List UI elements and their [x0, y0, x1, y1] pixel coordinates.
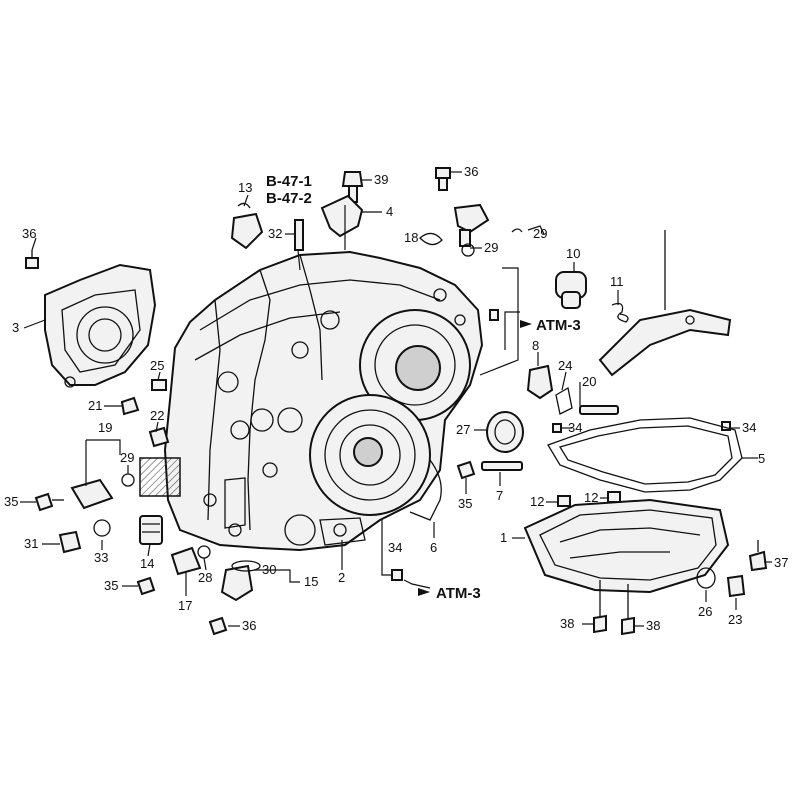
- callout-32: 32: [268, 226, 282, 241]
- callout-27: 27: [456, 422, 470, 437]
- callout-20: 20: [582, 374, 596, 389]
- ref-label-b47-2: B-47-2: [266, 190, 312, 207]
- callout-23: 23: [728, 612, 742, 627]
- ref-label-atm3-bottom: ATM-3: [436, 585, 481, 602]
- parts-center-right: [391, 364, 731, 581]
- callout-7: 7: [496, 488, 503, 503]
- callout-1: 1: [500, 530, 507, 545]
- callout-2: 2: [338, 570, 345, 585]
- oil-pan-part-1: [523, 491, 730, 594]
- callout-36: 36: [22, 226, 36, 241]
- callout-33: 33: [94, 550, 108, 565]
- leader-lines: [20, 171, 772, 627]
- callout-12: 12: [584, 490, 598, 505]
- callout-25: 25: [150, 358, 164, 373]
- callout-13: 13: [238, 180, 252, 195]
- callout-26: 26: [698, 604, 712, 619]
- ref-label-b47-1: B-47-1: [266, 173, 312, 190]
- callout-29: 29: [120, 450, 134, 465]
- callout-6: 6: [430, 540, 437, 555]
- parts-left: [34, 379, 261, 636]
- callout-29: 29: [484, 240, 498, 255]
- callout-3: 3: [12, 320, 19, 335]
- callout-19: 19: [98, 420, 112, 435]
- callout-11: 11: [610, 274, 624, 289]
- callout-5: 5: [758, 451, 765, 466]
- callout-39: 39: [374, 172, 388, 187]
- callout-21: 21: [88, 398, 102, 413]
- callout-37: 37: [774, 555, 788, 570]
- callout-17: 17: [178, 598, 192, 613]
- callout-14: 14: [140, 556, 154, 571]
- side-cover-part-3: [44, 263, 157, 388]
- atm3-arrows: [418, 320, 532, 596]
- callout-38: 38: [560, 616, 574, 631]
- callout-4: 4: [386, 204, 393, 219]
- callout-34: 34: [568, 420, 582, 435]
- callout-15: 15: [304, 574, 318, 589]
- transmission-housing: [139, 250, 484, 552]
- callout-28: 28: [198, 570, 212, 585]
- callout-31: 31: [24, 536, 38, 551]
- callout-34: 34: [388, 540, 402, 555]
- callout-35: 35: [104, 578, 118, 593]
- callout-35: 35: [458, 496, 472, 511]
- callout-22: 22: [150, 408, 164, 423]
- callout-34: 34: [742, 420, 756, 435]
- callout-30: 30: [262, 562, 276, 577]
- callout-36: 36: [464, 164, 478, 179]
- callout-12: 12: [530, 494, 544, 509]
- callout-numbers: 36 3 13 32 39 4 36 18 29 29 10 11 25 21 …: [4, 164, 788, 633]
- parts-upper: [25, 167, 732, 377]
- gasket-part-5: [547, 417, 743, 493]
- callout-29: 29: [533, 226, 547, 241]
- parts-bottom-right: [593, 540, 768, 636]
- callout-18: 18: [404, 230, 418, 245]
- callout-36: 36: [242, 618, 256, 633]
- callout-38: 38: [646, 618, 660, 633]
- callout-10: 10: [566, 246, 580, 261]
- ref-label-atm3-top: ATM-3: [536, 317, 581, 334]
- callout-35: 35: [4, 494, 18, 509]
- callout-24: 24: [558, 358, 572, 373]
- callout-8: 8: [532, 338, 539, 353]
